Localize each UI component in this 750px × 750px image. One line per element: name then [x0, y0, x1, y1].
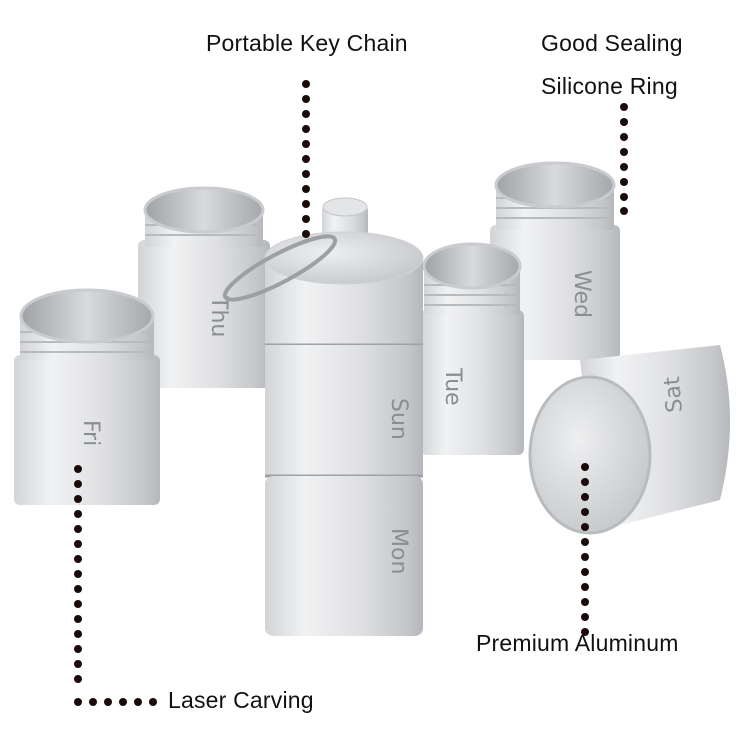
sun-engraving: Sun — [386, 398, 411, 440]
thu-engraving: Thu — [206, 295, 231, 337]
key-ring-icon — [222, 234, 338, 302]
sat-engraving: Sat — [660, 375, 688, 413]
sat-container: Sat — [528, 345, 730, 535]
label-premium-aluminum: Premium Aluminum — [476, 630, 679, 656]
fri-engraving: Fri — [78, 420, 103, 446]
label-laser-carving: Laser Carving — [168, 687, 314, 713]
fri-container: Fri — [14, 288, 160, 505]
label-portable-key-chain: Portable Key Chain — [206, 30, 408, 56]
label-silicone-ring: Silicone Ring — [541, 73, 678, 99]
tue-engraving: Tue — [440, 367, 465, 406]
tue-container: Tue — [420, 242, 524, 455]
label-good-sealing: Good Sealing — [541, 30, 683, 56]
sun-mon-keychain-container: Sun Mon — [222, 197, 424, 636]
wed-engraving: Wed — [569, 270, 594, 318]
mon-engraving: Mon — [386, 528, 411, 574]
